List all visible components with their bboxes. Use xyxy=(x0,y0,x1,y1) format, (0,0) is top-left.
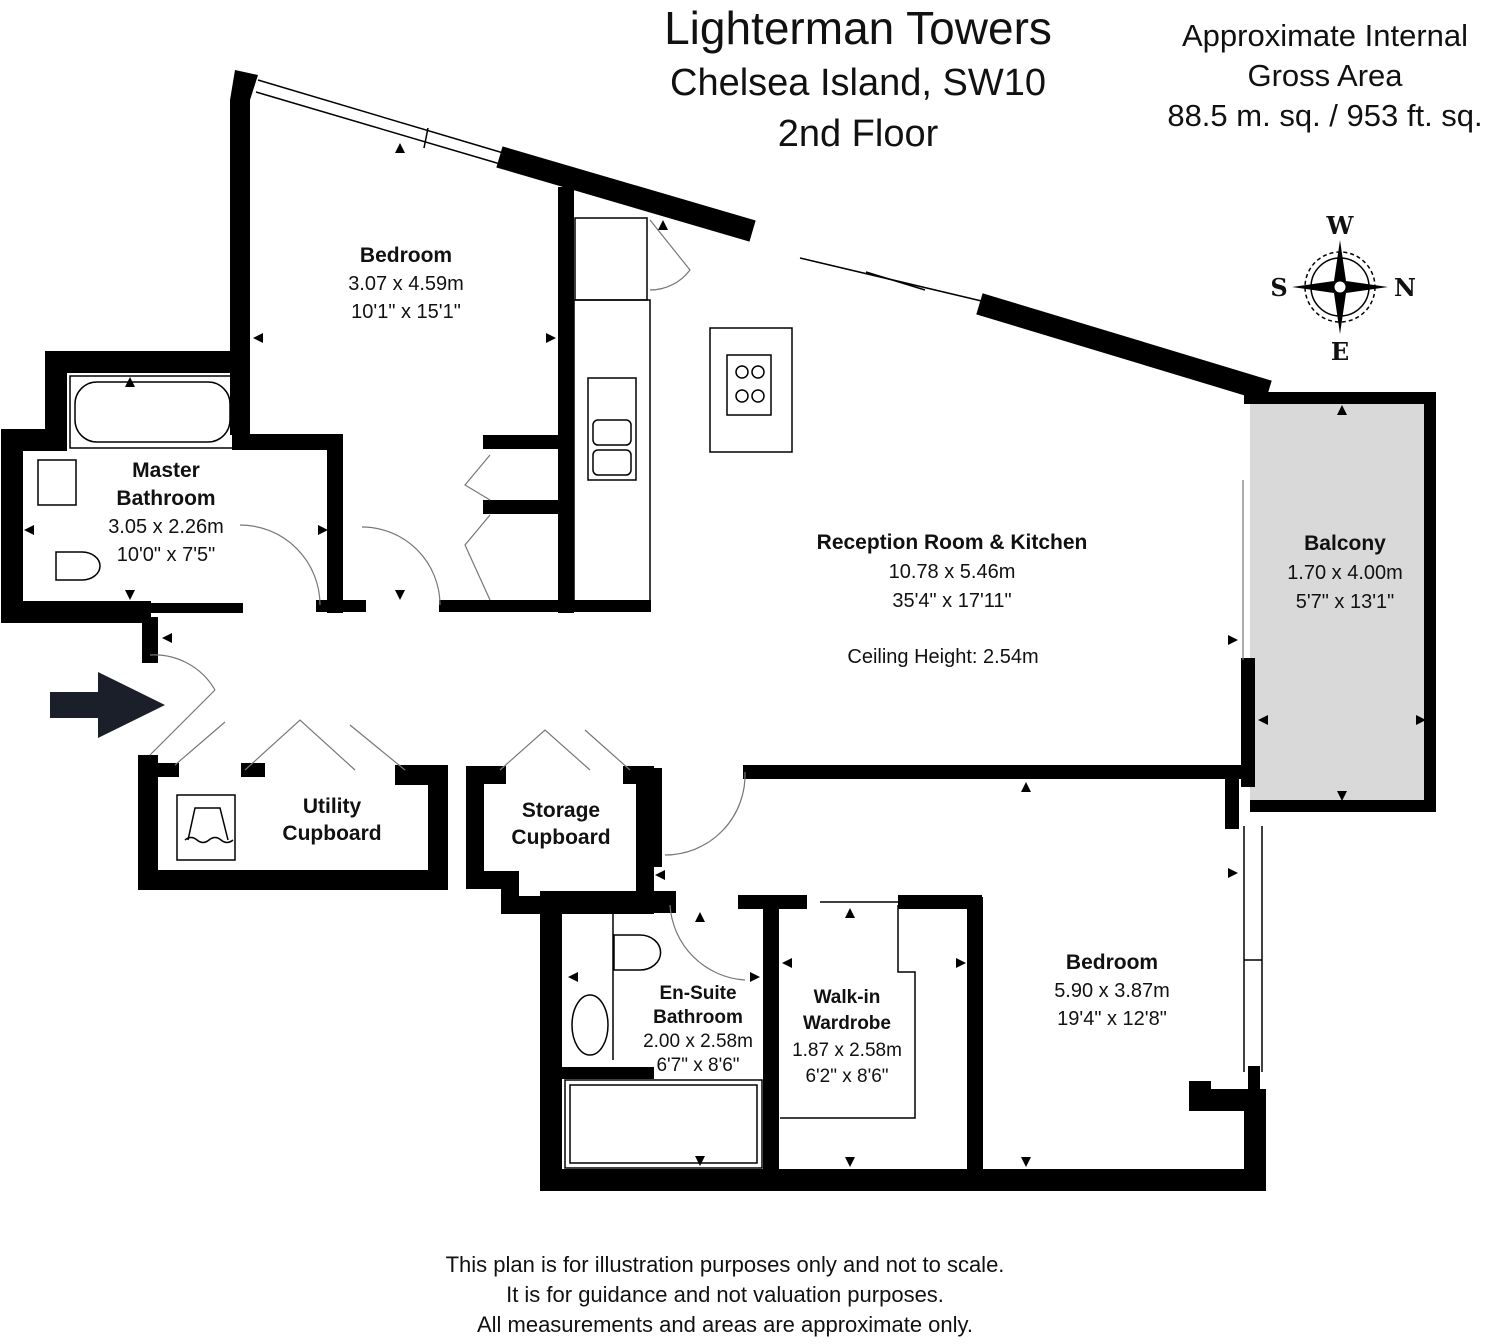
reception-metric: 10.78 x 5.46m xyxy=(889,561,1016,583)
kitchen-island xyxy=(709,327,793,453)
balcony-name: Balcony xyxy=(1304,532,1386,555)
fridge-icon xyxy=(574,217,648,301)
compass-icon: W S N E xyxy=(1270,211,1416,366)
storage-name-1: Storage xyxy=(522,799,600,822)
floor-label: 2nd Floor xyxy=(778,113,939,155)
utility-name-2: Cupboard xyxy=(282,822,381,845)
storage-name-2: Cupboard xyxy=(511,826,610,849)
wardrobe-metric: 1.87 x 2.58m xyxy=(792,1040,902,1061)
bathtub-icon xyxy=(69,375,235,449)
property-title: Lighterman Towers xyxy=(664,2,1052,54)
ensuite-basin-icon xyxy=(571,994,609,1056)
sink-icon xyxy=(587,377,637,481)
master-bath-name-1: Master xyxy=(132,459,200,482)
balcony-imperial: 5'7" x 13'1" xyxy=(1296,591,1395,613)
master-bath-metric: 3.05 x 2.26m xyxy=(108,516,224,538)
ensuite-bathtub-icon xyxy=(564,1079,763,1169)
hob-icon xyxy=(726,354,772,416)
doors xyxy=(149,219,1244,981)
ensuite-name-2: Bathroom xyxy=(653,1007,743,1028)
boiler-icon xyxy=(176,794,236,861)
balcony-metric: 1.70 x 4.00m xyxy=(1287,562,1403,584)
ensuite-imperial: 6'7" x 8'6" xyxy=(656,1055,739,1076)
utility-name-1: Utility xyxy=(303,795,362,818)
balcony-wall xyxy=(1244,392,1436,812)
disclaimer-2: It is for guidance and not valuation pur… xyxy=(506,1282,944,1307)
measurement-arrows xyxy=(24,143,1426,1167)
master-bath-imperial: 10'0" x 7'5" xyxy=(117,544,216,566)
wardrobe-name-2: Wardrobe xyxy=(803,1013,891,1034)
ensuite-name-1: En-Suite xyxy=(659,983,736,1004)
reception-imperial: 35'4" x 17'11" xyxy=(892,590,1011,612)
disclaimer-3: All measurements and areas are approxima… xyxy=(477,1312,973,1337)
bedroom2-metric: 5.90 x 3.87m xyxy=(1054,980,1170,1002)
area-label-2: Gross Area xyxy=(1247,58,1403,93)
reception-name: Reception Room & Kitchen xyxy=(817,531,1088,554)
ensuite-toilet-icon xyxy=(613,934,662,971)
basin-icon xyxy=(37,459,77,506)
bedroom2-name: Bedroom xyxy=(1066,951,1158,974)
bedroom1-metric: 3.07 x 4.59m xyxy=(348,273,464,295)
ceiling-height: Ceiling Height: 2.54m xyxy=(847,646,1038,668)
wardrobe-imperial: 6'2" x 8'6" xyxy=(805,1066,888,1087)
balcony-area xyxy=(1250,398,1430,806)
walls xyxy=(1,70,1272,1191)
ensuite-metric: 2.00 x 2.58m xyxy=(643,1031,753,1052)
area-label-1: Approximate Internal xyxy=(1182,18,1468,53)
bedroom1-imperial: 10'1" x 15'1" xyxy=(351,301,461,323)
fixtures xyxy=(37,217,793,1169)
disclaimer-1: This plan is for illustration purposes o… xyxy=(446,1252,1005,1277)
property-location: Chelsea Island, SW10 xyxy=(670,62,1046,104)
area-value: 88.5 m. sq. / 953 ft. sq. xyxy=(1167,98,1482,133)
bedroom1-name: Bedroom xyxy=(360,244,452,267)
compass-north: N xyxy=(1394,273,1416,302)
wardrobe-name-1: Walk-in xyxy=(814,987,881,1008)
bedroom2-imperial: 19'4" x 12'8" xyxy=(1057,1008,1167,1030)
compass-east: E xyxy=(1331,337,1349,366)
entrance-arrow-icon xyxy=(50,672,165,738)
toilet-icon xyxy=(55,551,101,581)
master-bath-name-2: Bathroom xyxy=(116,487,215,510)
kitchen-counter xyxy=(573,299,651,606)
compass-south: S xyxy=(1270,273,1287,302)
compass-west: W xyxy=(1326,211,1355,240)
